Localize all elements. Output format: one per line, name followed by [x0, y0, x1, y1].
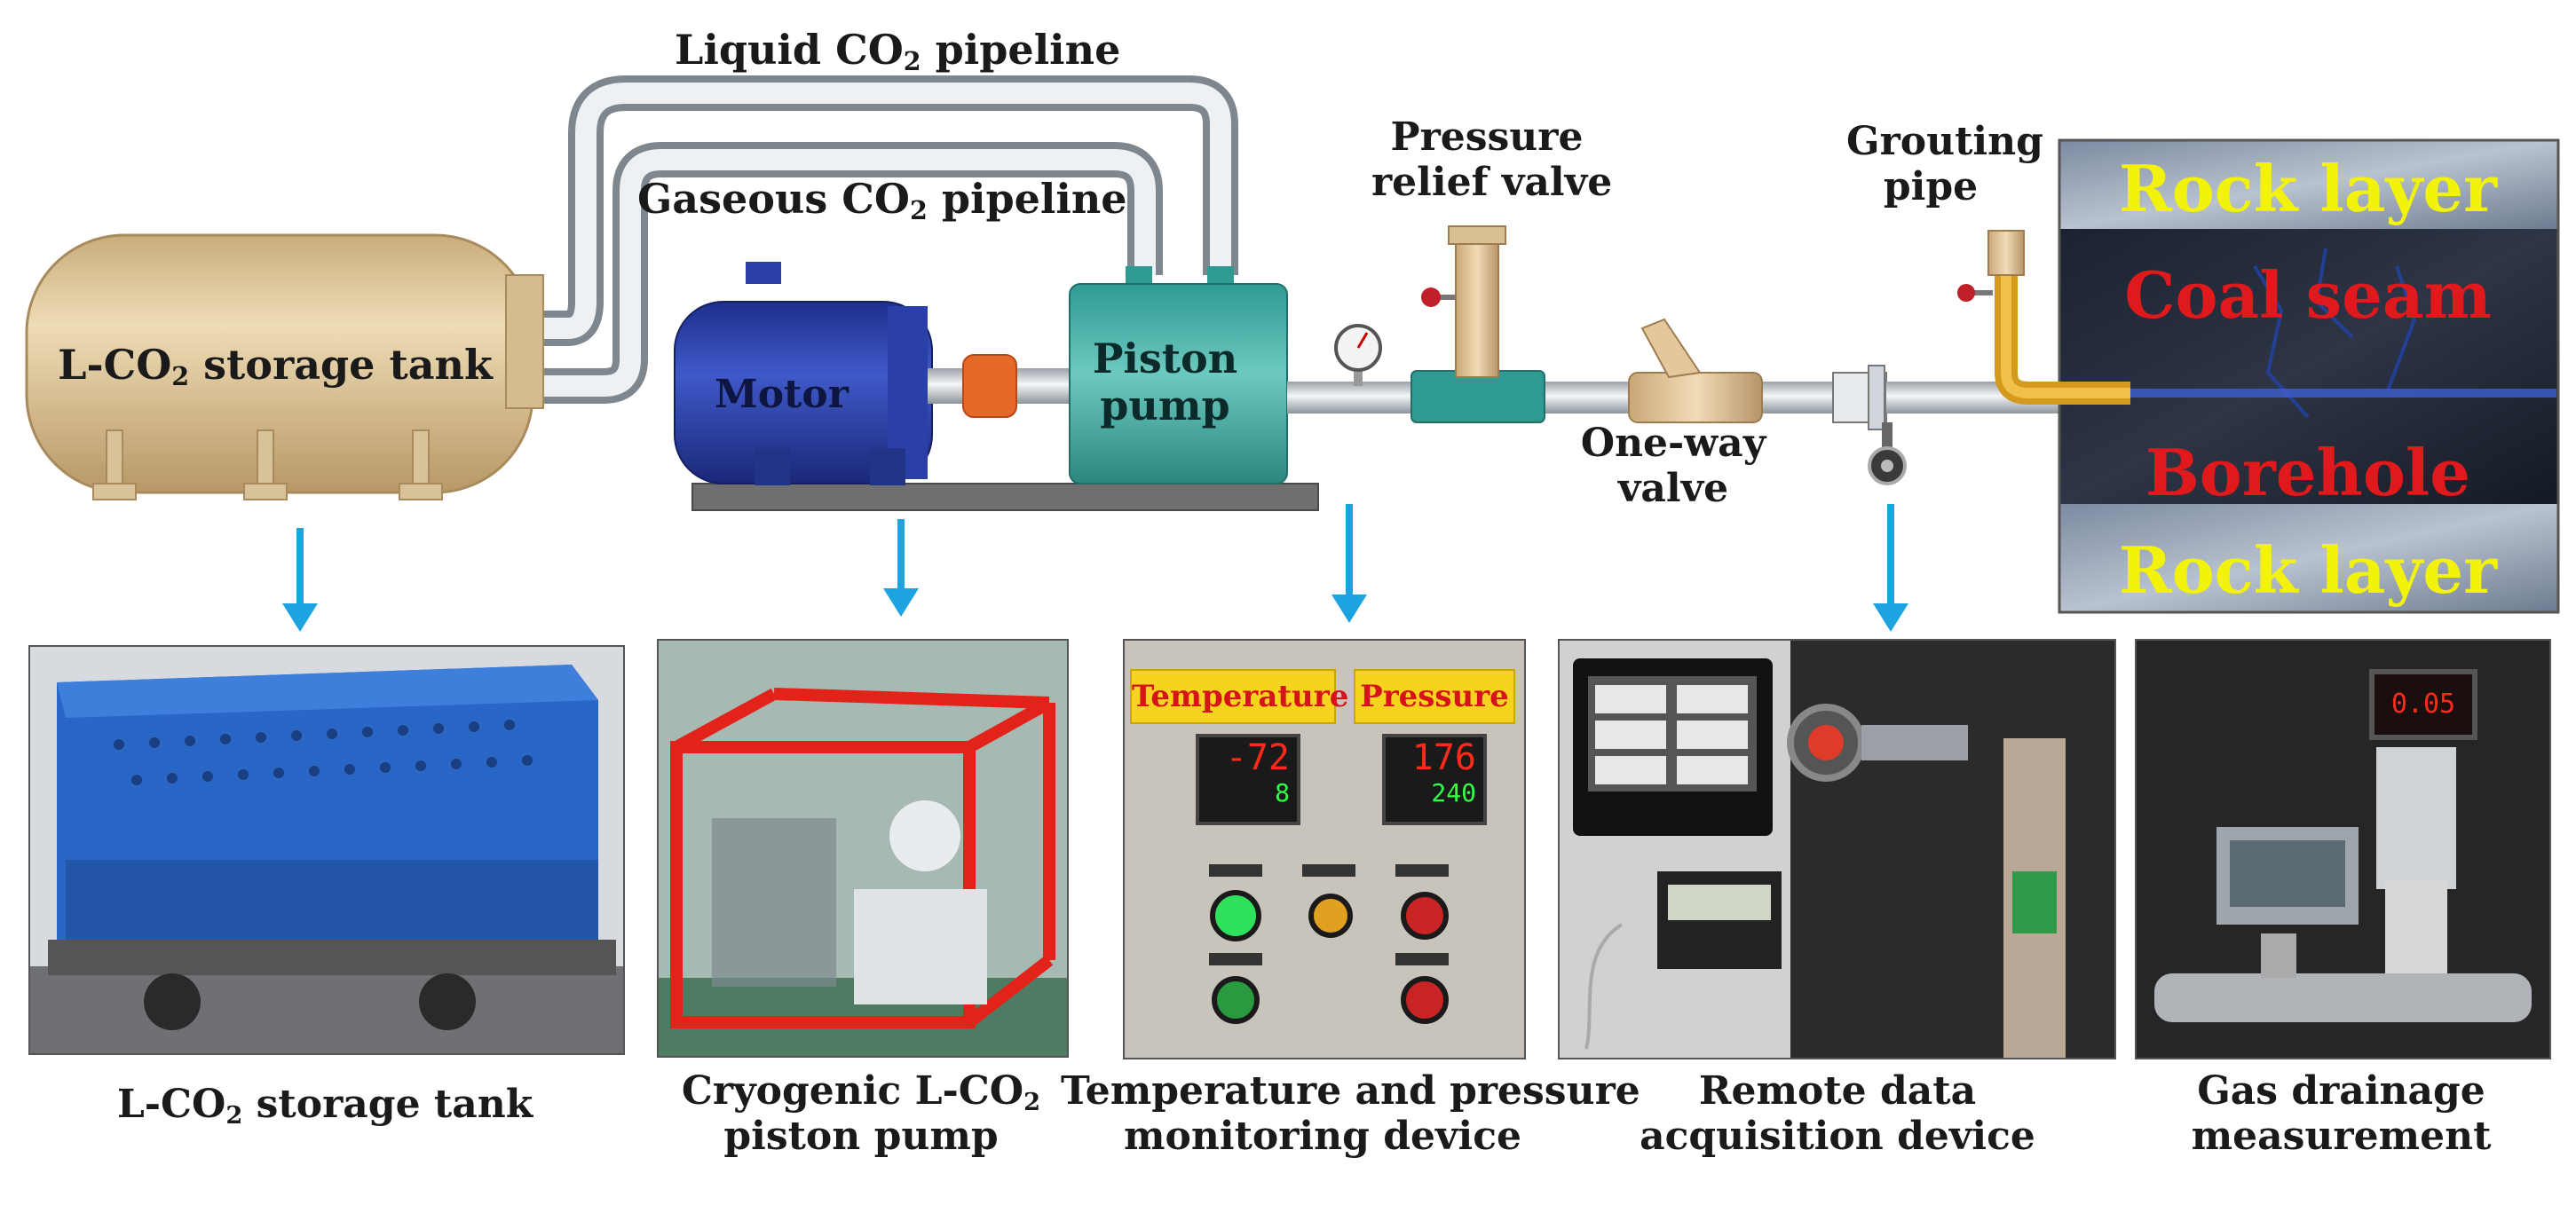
photo-monitoring-panel: Temperature Pressure -72 8 176 240 — [1123, 639, 1526, 1059]
photo-storage-tank — [28, 645, 625, 1055]
coal-seam-label: Coal seam — [2124, 257, 2492, 333]
gaseous-co2-pipeline — [533, 142, 1163, 404]
coupling — [962, 354, 1017, 418]
caption-piston-pump: Cryogenic L-CO2 piston pump — [681, 1068, 1041, 1159]
green-light-1 — [1210, 890, 1261, 941]
grouting-pipe — [1957, 230, 2130, 405]
green-light-2 — [1212, 976, 1260, 1024]
piston-pump-schematic — [1069, 266, 1288, 484]
arrows — [282, 504, 1908, 632]
storage-tank-schematic — [25, 233, 544, 500]
temperature-display: -72 8 — [1196, 734, 1300, 825]
red-light-1 — [1401, 892, 1449, 940]
photo-remote-acquisition — [1558, 639, 2116, 1059]
caption-storage-tank: L-CO2 storage tank — [116, 1082, 533, 1130]
tank-label: L-CO2 storage tank — [58, 341, 493, 392]
temperature-label: Temperature — [1130, 669, 1348, 724]
pressure-gauge — [1334, 324, 1382, 386]
gaseous-pipeline-label: Gaseous CO2 pipeline — [637, 175, 1127, 226]
liquid-pipeline-label: Liquid CO2 pipeline — [675, 26, 1121, 77]
motor-label: Motor — [715, 372, 849, 417]
pressure-display: 176 240 — [1382, 734, 1487, 825]
pressure-relief-valve — [1410, 225, 1545, 423]
tank-legs — [92, 429, 443, 500]
gas-meter-display: 0.05 — [2369, 669, 2477, 740]
strata-block — [2058, 138, 2560, 614]
remote-sensor — [1832, 365, 1948, 485]
borehole-label: Borehole — [2145, 435, 2471, 510]
rock-layer-top-label: Rock layer — [2118, 151, 2498, 226]
photo-gas-drainage: 0.05 — [2135, 639, 2551, 1059]
photo-piston-pump — [657, 639, 1069, 1058]
liquid-co2-pipeline — [533, 75, 1238, 346]
pump-base-plate — [691, 483, 1319, 511]
rock-layer-bottom-label: Rock layer — [2118, 532, 2498, 608]
one-way-valve — [1628, 318, 1763, 423]
borehole-line — [2095, 389, 2556, 398]
pressure-label: Pressure — [1354, 669, 1515, 724]
amber-light — [1308, 894, 1353, 938]
red-light-2 — [1401, 976, 1449, 1024]
